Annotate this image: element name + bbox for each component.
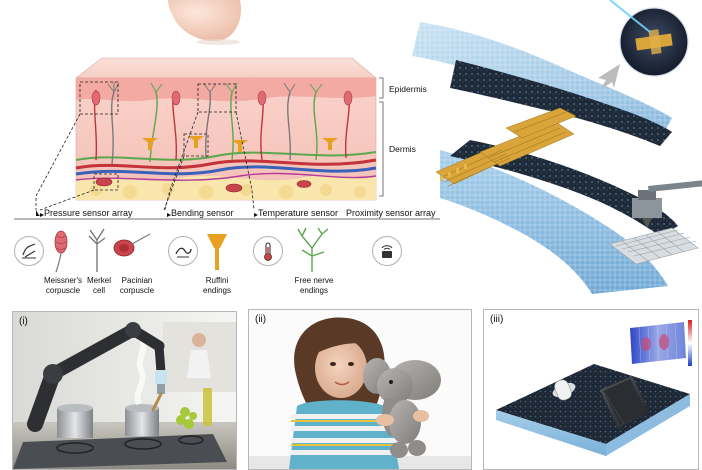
pressure-hand-icon — [14, 236, 44, 266]
ruffini-label: Ruffini endings — [202, 276, 232, 295]
pressure-sensor-label: Pressure sensor array — [44, 208, 133, 218]
proximity-sensor-label: Proximity sensor array — [346, 208, 436, 218]
foam-slab-side — [496, 410, 606, 456]
key-fob-icon — [552, 379, 576, 401]
temperature-sensor-label: Temperature sensor — [258, 208, 339, 218]
epidermis-label: Epidermis — [389, 84, 427, 94]
proximity-icon — [372, 236, 402, 266]
panel-ii: (ii) — [248, 309, 472, 470]
panel-iii: (iii) — [483, 309, 699, 470]
free-nerve-label: Free nerve endings — [294, 276, 334, 295]
pot-left — [57, 408, 93, 438]
free-nerve-endings-icon — [297, 227, 329, 272]
panel-i: (i) — [12, 311, 237, 470]
epidermis-band — [76, 78, 376, 102]
child-face — [315, 338, 367, 398]
bending-icon — [168, 236, 198, 266]
skin-diagram — [14, 0, 440, 220]
panel-ii-tag: (ii) — [255, 314, 267, 325]
ruffini-endings-icon — [207, 234, 227, 270]
skin-top-face — [75, 57, 377, 79]
arrow-icon — [598, 64, 620, 90]
thermometer-icon — [253, 236, 283, 266]
pacinian-corpuscle-icon — [113, 233, 151, 257]
pacinian-label: Pacinian corpuscle — [119, 276, 155, 295]
robot-arm — [27, 322, 167, 432]
meissner-corpuscle-icon — [54, 230, 68, 273]
person-background — [187, 333, 211, 378]
foam-slab-top — [496, 364, 690, 444]
heatmap-inset — [630, 320, 692, 366]
meissner-label: Meissner's corpuscle — [44, 276, 82, 295]
dermis-label: Dermis — [389, 144, 416, 154]
panel-iii-tag: (iii) — [490, 314, 504, 325]
plush-elephant — [363, 358, 441, 458]
eskin-device-render — [412, 0, 702, 294]
pot-right — [125, 408, 159, 436]
finger-icon — [168, 0, 242, 42]
merkel-cell-icon — [88, 228, 106, 272]
phone-icon — [600, 376, 650, 428]
printer-nozzle-icon — [632, 179, 702, 228]
bending-sensor-label: Bending sensor — [171, 208, 234, 218]
receptor-illustrations — [54, 227, 329, 273]
merkel-label: Merkel cell — [86, 276, 111, 295]
color-scale-bar — [688, 320, 692, 366]
printed-lattice — [609, 227, 699, 265]
panel-i-tag: (i) — [19, 316, 28, 327]
